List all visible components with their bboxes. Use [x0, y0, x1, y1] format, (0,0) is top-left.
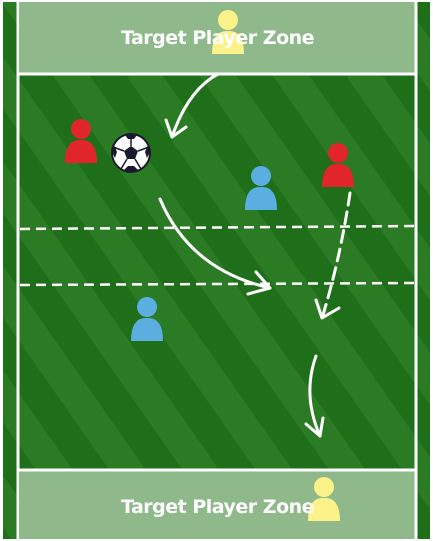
blue-player-bottom — [131, 297, 163, 341]
target-player-bottom — [308, 477, 340, 521]
pass-arrow-bottom — [304, 354, 325, 438]
pass-arrow-top — [164, 72, 220, 139]
grass-field — [3, 2, 430, 539]
target-player-top — [212, 10, 244, 54]
run-arrow-dashed — [314, 191, 352, 320]
dribble-arrow — [158, 197, 272, 296]
soccer-ball-icon — [111, 133, 151, 173]
midfield-dashed-lines — [19, 224, 417, 287]
bottom-target-zone — [20, 470, 415, 539]
red-player-right — [322, 143, 354, 187]
red-player-left — [65, 119, 97, 163]
blue-player-top — [245, 166, 277, 210]
